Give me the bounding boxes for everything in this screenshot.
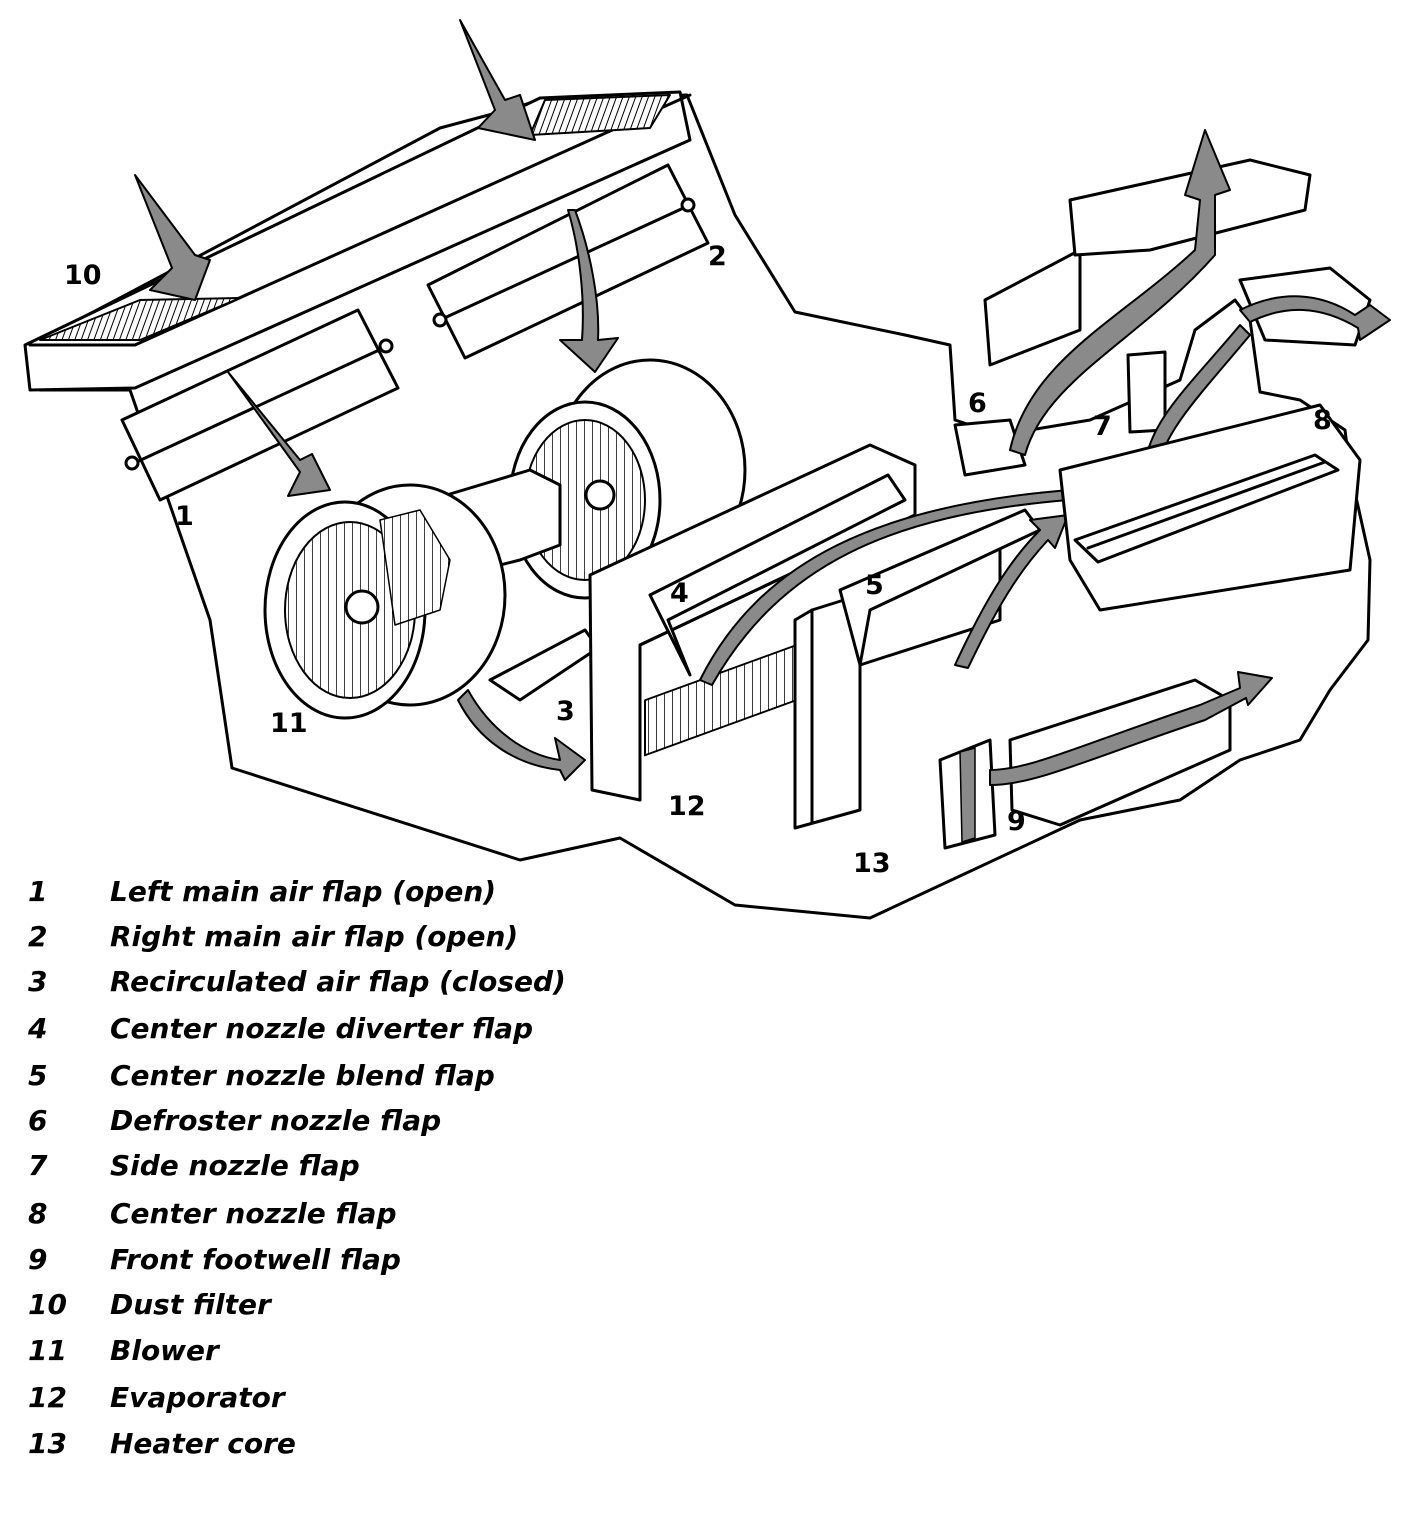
legend-item: 11 Blower	[0, 1331, 900, 1371]
legend-item: 12 Evaporator	[0, 1378, 900, 1418]
right-main-air-flap	[426, 163, 710, 360]
legend-number: 6	[28, 1104, 48, 1137]
legend-label: Dust filter	[110, 1288, 271, 1321]
inlet-arrow-left	[134, 174, 211, 301]
legend-number: 11	[28, 1334, 67, 1367]
center-nozzle-diverter-flap	[648, 473, 907, 677]
legend-number: 5	[28, 1059, 48, 1092]
callout-11: 11	[270, 708, 308, 739]
legend-item: 10 Dust filter	[0, 1285, 900, 1325]
legend-number: 2	[28, 920, 48, 953]
callout-2: 2	[708, 241, 727, 272]
legend-label: Side nozzle flap	[110, 1149, 360, 1182]
legend-item: 13 Heater core	[0, 1424, 900, 1464]
legend-label: Left main air flap (open)	[110, 875, 497, 908]
defroster-duct	[983, 248, 1082, 367]
callout-3: 3	[556, 696, 575, 727]
hvac-diagram: 1 2 3 4 5 6 7 8 9 10 11 12 13	[23, 19, 1391, 920]
upper-duct	[1068, 158, 1312, 257]
callout-5: 5	[865, 570, 884, 601]
legend-label: Blower	[110, 1334, 219, 1367]
legend-item: 5 Center nozzle blend flap	[0, 1056, 900, 1096]
recirc-flow-arrow	[457, 689, 586, 781]
callout-13: 13	[853, 848, 891, 879]
legend-item: 3 Recirculated air flap (closed)	[0, 962, 900, 1002]
footwell-arrow	[989, 671, 1273, 786]
defroster-nozzle-flap	[953, 418, 1027, 477]
center-nozzle-blend-flap	[838, 508, 1042, 667]
legend-item: 6 Defroster nozzle flap	[0, 1101, 900, 1141]
flow-arrow-right-flap	[559, 209, 619, 373]
center-nozzle-flap	[1058, 403, 1362, 612]
callout-4: 4	[670, 578, 689, 609]
flow-arrow-left-flap	[227, 371, 331, 497]
front-footwell-flap	[938, 738, 997, 850]
legend-item: 9 Front footwell flap	[0, 1240, 900, 1280]
hvac-illustration	[23, 19, 1391, 920]
legend-number: 13	[28, 1427, 67, 1460]
legend-item: 1 Left main air flap (open)	[0, 872, 900, 912]
legend-label: Heater core	[110, 1427, 296, 1460]
defrost-up-arrow	[1009, 129, 1231, 456]
legend-number: 1	[28, 875, 48, 908]
legend-number: 10	[28, 1288, 67, 1321]
legend-item: 4 Center nozzle diverter flap	[0, 1009, 900, 1049]
legend-number: 7	[28, 1149, 48, 1182]
side-nozzle-flap	[1126, 350, 1167, 434]
legend-number: 12	[28, 1381, 67, 1414]
callout-12: 12	[668, 791, 706, 822]
callout-8: 8	[1313, 405, 1332, 436]
legend-number: 3	[28, 965, 48, 998]
dust-filter-media-right	[529, 94, 671, 136]
legend-item: 2 Right main air flap (open)	[0, 917, 900, 957]
inlet-arrow-right	[459, 19, 536, 141]
legend-item: 7 Side nozzle flap	[0, 1146, 900, 1186]
callout-10: 10	[64, 260, 102, 291]
legend-number: 4	[28, 1012, 48, 1045]
blower-wheel-left	[263, 483, 507, 720]
legend-label: Center nozzle diverter flap	[110, 1012, 534, 1045]
legend-label: Defroster nozzle flap	[110, 1104, 442, 1137]
callout-6: 6	[968, 388, 987, 419]
legend-item: 8 Center nozzle flap	[0, 1194, 900, 1234]
dust-filter-front-edge	[28, 93, 692, 347]
legend-label: Evaporator	[110, 1381, 285, 1414]
legend-label: Center nozzle blend flap	[110, 1059, 495, 1092]
callout-9: 9	[1007, 806, 1026, 837]
side-down-arrow	[1144, 324, 1251, 469]
legend-label: Recirculated air flap (closed)	[110, 965, 566, 998]
left-main-air-flap	[120, 308, 400, 502]
legend-number: 8	[28, 1197, 48, 1230]
legend-label: Center nozzle flap	[110, 1197, 397, 1230]
dust-filter-media-left	[39, 297, 241, 341]
legend-label: Right main air flap (open)	[110, 920, 519, 953]
legend-label: Front footwell flap	[110, 1243, 401, 1276]
mixing-air-arrow-2	[954, 514, 1069, 669]
callout-1: 1	[175, 501, 194, 532]
callout-7: 7	[1093, 411, 1112, 442]
side-outlet-arrow	[1239, 295, 1391, 341]
legend-number: 9	[28, 1243, 48, 1276]
